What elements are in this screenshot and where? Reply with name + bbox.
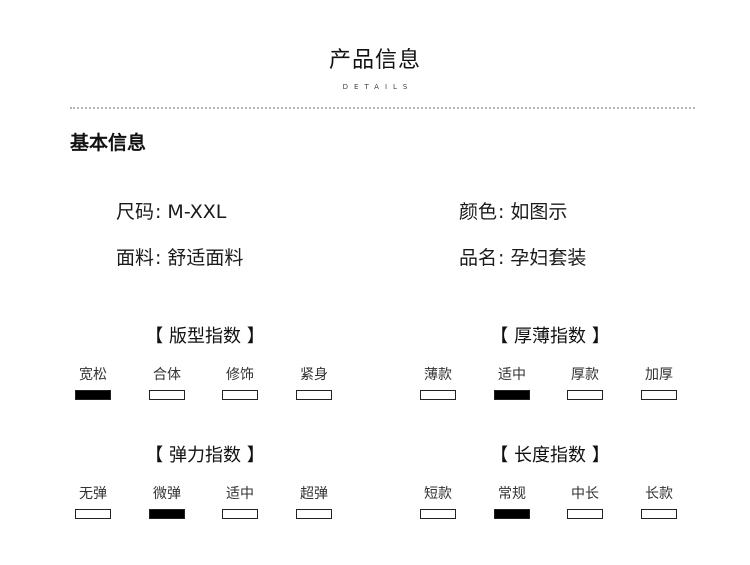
index-option-label: 超弹 [300,486,328,502]
index-option-label: 合体 [153,367,181,383]
index-option-length-0: 短款 [418,483,458,519]
dotted-divider [70,107,695,109]
index-indicator [567,509,603,519]
index-option-length-3: 长款 [639,483,679,519]
index-indicator [641,390,677,400]
index-title-elasticity: 【 弹力指数 】 [145,445,265,466]
index-option-label: 宽松 [79,367,107,383]
section-title: 基本信息 [70,132,147,154]
index-option-label: 厚款 [571,367,599,383]
page-header: 产品信息 DETAILS [0,42,750,91]
info-size: 尺码:M-XXL [116,201,227,223]
index-indicator-selected [75,390,111,400]
index-indicator [420,509,456,519]
index-option-label: 薄款 [424,367,452,383]
index-option-elasticity-3: 超弹 [294,483,334,519]
index-indicator [75,509,111,519]
index-title-fit: 【 版型指数 】 [145,326,265,347]
index-option-label: 无弹 [79,486,107,502]
index-indicator [149,390,185,400]
index-option-label: 中长 [571,486,599,502]
index-indicator-selected [149,509,185,519]
index-option-elasticity-2: 适中 [220,483,260,519]
index-option-elasticity-1: 微弹 [147,483,187,519]
index-option-label: 长款 [645,486,673,502]
page-title: 产品信息 [328,48,421,73]
index-indicator [567,390,603,400]
info-fabric: 面料:舒适面料 [116,247,244,269]
info-color-label: 颜色 [459,201,498,223]
index-option-thickness-0: 薄款 [418,364,458,400]
info-size-value: M-XXL [167,201,227,223]
index-option-fit-3: 紧身 [294,364,334,400]
index-option-label: 修饰 [226,367,254,383]
info-color: 颜色:如图示 [459,201,568,223]
index-option-label: 适中 [226,486,254,502]
index-indicator-selected [494,390,530,400]
info-fabric-label: 面料 [116,247,155,269]
index-option-thickness-2: 厚款 [565,364,605,400]
index-option-label: 加厚 [645,367,673,383]
index-indicator [222,390,258,400]
index-option-label: 短款 [424,486,452,502]
index-indicator [641,509,677,519]
index-option-label: 常规 [498,486,526,502]
index-indicator [296,509,332,519]
index-indicator [296,390,332,400]
index-option-label: 紧身 [300,367,328,383]
index-option-fit-1: 合体 [147,364,187,400]
info-name: 品名:孕妇套装 [459,247,587,269]
index-title-thickness: 【 厚薄指数 】 [490,326,610,347]
index-option-elasticity-0: 无弹 [73,483,113,519]
index-indicator-selected [494,509,530,519]
index-option-thickness-1: 适中 [492,364,532,400]
info-name-label: 品名 [459,247,498,269]
info-name-value: 孕妇套装 [510,247,587,269]
index-option-thickness-3: 加厚 [639,364,679,400]
info-fabric-value: 舒适面料 [167,247,244,269]
index-option-fit-0: 宽松 [73,364,113,400]
index-option-label: 适中 [498,367,526,383]
index-option-length-1: 常规 [492,483,532,519]
index-title-length: 【 长度指数 】 [490,445,610,466]
info-color-value: 如图示 [510,201,568,223]
index-indicator [420,390,456,400]
index-indicator [222,509,258,519]
index-option-fit-2: 修饰 [220,364,260,400]
index-option-length-2: 中长 [565,483,605,519]
index-option-label: 微弹 [153,486,181,502]
info-size-label: 尺码 [116,201,155,223]
page-subtitle: DETAILS [342,83,414,91]
